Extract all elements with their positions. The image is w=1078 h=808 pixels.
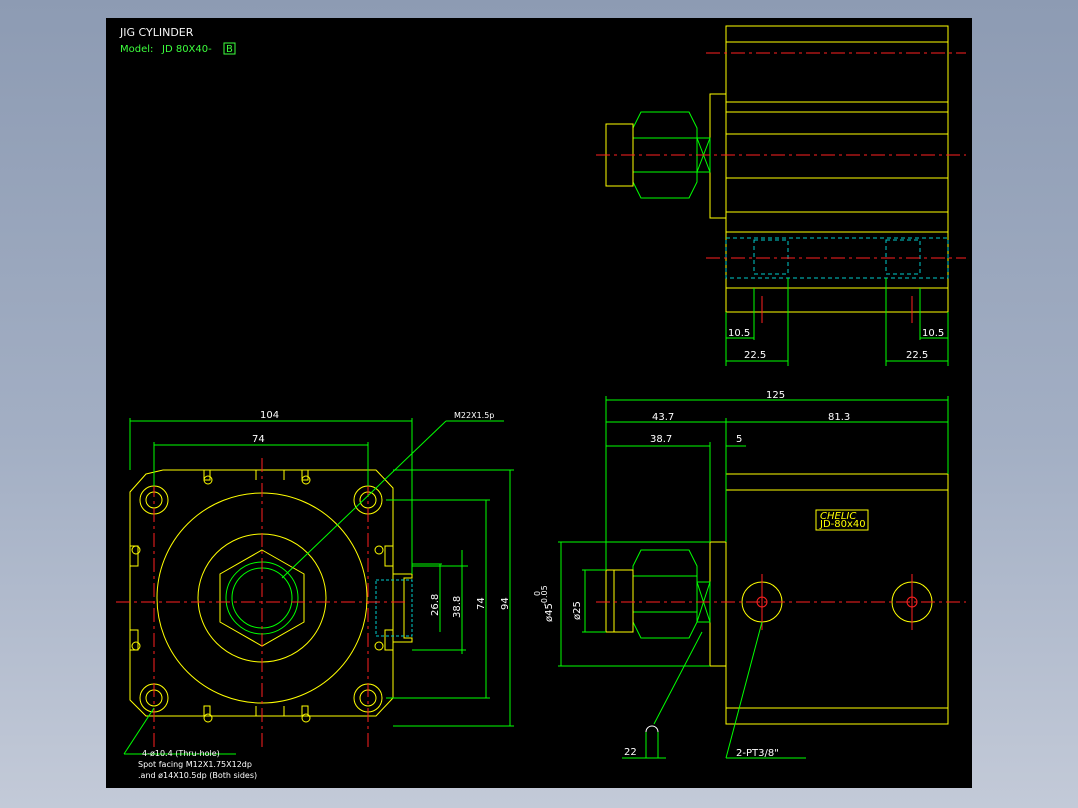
brand-plate-text: CHELIC <box>820 511 856 522</box>
dim-front-26-8: 26.8 <box>430 594 441 616</box>
port-label: 2-PT3/8" <box>736 748 779 759</box>
top-view-body <box>725 25 949 313</box>
front-plate-outline <box>129 469 394 717</box>
dim-side-38-7: 38.7 <box>650 434 672 445</box>
side-view <box>558 396 966 759</box>
hole-note-line-2: Spot facing M12X1.75X12dp <box>138 760 252 769</box>
hole-note-line-1: 4-ø10.4 (Thru-hole) <box>142 749 220 758</box>
dim-top-right-22-5: 22.5 <box>906 350 928 361</box>
dim-top-left-22-5: 22.5 <box>744 350 766 361</box>
dim-side-rod-diameter: ø25 <box>572 601 583 620</box>
dim-side-81-3: 81.3 <box>828 412 850 423</box>
model-suffix-box <box>223 42 236 55</box>
drawing-svg: JIG CYLINDER Model: JD 80X40- B <box>116 25 966 780</box>
model-label: Model: <box>120 44 153 55</box>
dim-top-right-10-5: 10.5 <box>922 328 944 339</box>
thread-label: M22X1.5p <box>454 411 494 420</box>
front-view <box>116 418 514 755</box>
dim-side-43-7: 43.7 <box>652 412 674 423</box>
drawing-title: JIG CYLINDER <box>119 26 194 39</box>
dim-front-104: 104 <box>260 410 279 421</box>
dim-side-125: 125 <box>766 390 785 401</box>
brand-plate-subtext: JD-80x40 <box>819 519 866 530</box>
dim-side-tolerance-lower: -0.05 <box>540 585 549 606</box>
dim-side-flange-diameter: ø45 <box>544 603 555 622</box>
hole-note-line-3: .and ø14X10.5dp (Both sides) <box>138 771 257 780</box>
model-suffix: B <box>226 44 233 55</box>
dim-front-94: 94 <box>500 597 511 610</box>
dim-front-74-top: 74 <box>252 434 265 445</box>
dim-front-74-side: 74 <box>476 597 487 610</box>
model-value: JD 80X40- <box>161 44 212 55</box>
dim-side-5: 5 <box>736 434 742 445</box>
top-view <box>596 25 966 366</box>
dim-side-tolerance-upper: 0 <box>533 591 542 596</box>
dim-side-22: 22 <box>624 747 637 758</box>
dim-front-38-8: 38.8 <box>452 596 463 618</box>
cad-drawing-canvas: JIG CYLINDER Model: JD 80X40- B <box>106 18 972 788</box>
dim-top-left-10-5: 10.5 <box>728 328 750 339</box>
